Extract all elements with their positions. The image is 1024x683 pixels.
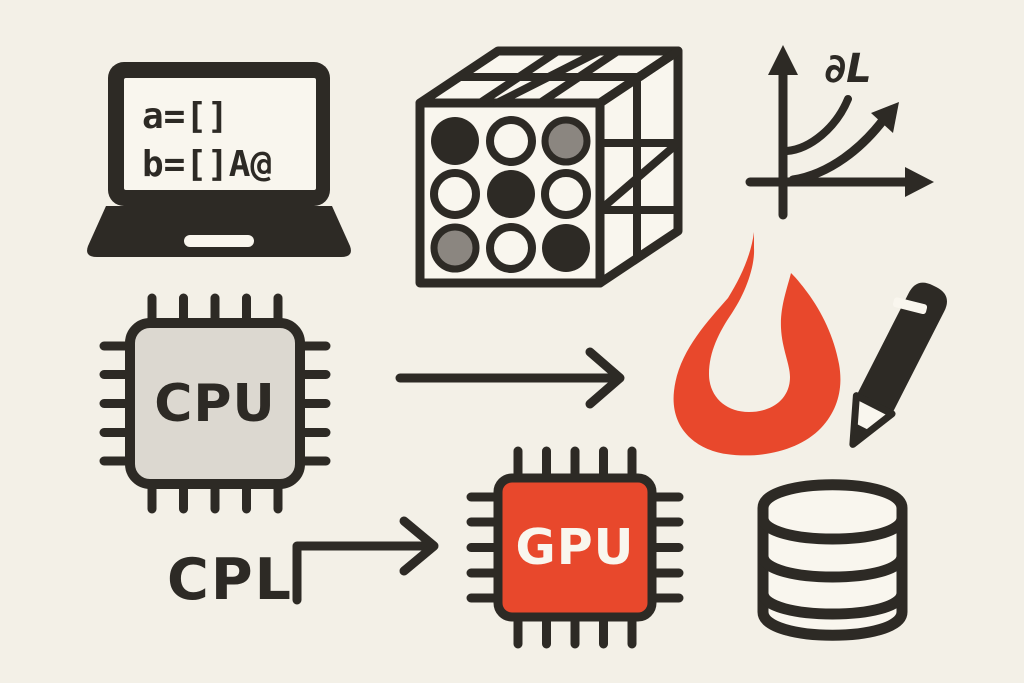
tensor-dot-dark bbox=[431, 117, 479, 165]
flame-icon bbox=[673, 232, 841, 456]
gpu-chip-icon: GPU bbox=[466, 446, 684, 649]
gpu-body bbox=[493, 473, 657, 622]
laptop-code-line-1: a=[] bbox=[142, 96, 229, 137]
tensor-dot-gray bbox=[430, 223, 480, 273]
tensor-dot-gray bbox=[541, 116, 591, 166]
pencil-icon bbox=[849, 282, 947, 448]
gpu-pins bbox=[466, 446, 684, 649]
plot-loss-curve bbox=[788, 114, 889, 185]
cpu-pins bbox=[99, 293, 331, 514]
laptop-code-icon: a=[] b=[]A@ bbox=[87, 62, 351, 257]
database-divider-3 bbox=[757, 587, 908, 620]
database-icon bbox=[757, 479, 908, 641]
pencil-body bbox=[856, 282, 947, 414]
database-body bbox=[757, 479, 908, 641]
laptop-code-line-2: b=[]A@ bbox=[142, 144, 272, 185]
plot-x-axis-arrowhead bbox=[905, 167, 934, 197]
cube-top-gridlines bbox=[442, 47, 681, 107]
pencil-nib bbox=[852, 422, 870, 445]
elbow-arrow-icon bbox=[292, 516, 439, 605]
gpu-label: GPU bbox=[516, 519, 635, 576]
cpu-chip-icon: CPU bbox=[99, 293, 331, 514]
tensor-dot-outline bbox=[430, 169, 480, 219]
tensor-dot-outline bbox=[541, 169, 591, 219]
laptop-base bbox=[87, 206, 351, 257]
elbow-arrow-shaft bbox=[292, 541, 429, 605]
plot-curve-arrowhead bbox=[871, 102, 899, 133]
elbow-arrow-head bbox=[399, 516, 439, 576]
database-divider-1 bbox=[757, 512, 908, 545]
plot-tangent-curve bbox=[783, 95, 852, 155]
tensor-dot-dark bbox=[487, 170, 535, 218]
cube-right-gridlines bbox=[596, 74, 682, 262]
flame-shape bbox=[673, 232, 841, 456]
cpu-body bbox=[125, 318, 305, 489]
tensor-dot-dark bbox=[542, 224, 590, 272]
cpu-label: CPU bbox=[154, 374, 276, 434]
database-divider-2 bbox=[757, 550, 908, 583]
tensor-cube-icon bbox=[415, 46, 683, 288]
pencil-band bbox=[892, 297, 928, 315]
plot-gradient-label: ∂L bbox=[824, 46, 871, 92]
tensor-dot-outline bbox=[486, 116, 536, 166]
tensor-dot-outline bbox=[486, 223, 536, 273]
laptop-base-slot bbox=[184, 235, 254, 247]
gradient-plot-icon: ∂L bbox=[745, 45, 934, 220]
tensor-dot-grid bbox=[430, 116, 591, 273]
cpl-caption: CPL bbox=[167, 547, 293, 613]
plot-y-axis-arrowhead bbox=[768, 45, 798, 75]
right-arrow-head bbox=[585, 347, 625, 409]
laptop-screen bbox=[124, 78, 316, 190]
right-arrow-icon bbox=[395, 347, 625, 409]
